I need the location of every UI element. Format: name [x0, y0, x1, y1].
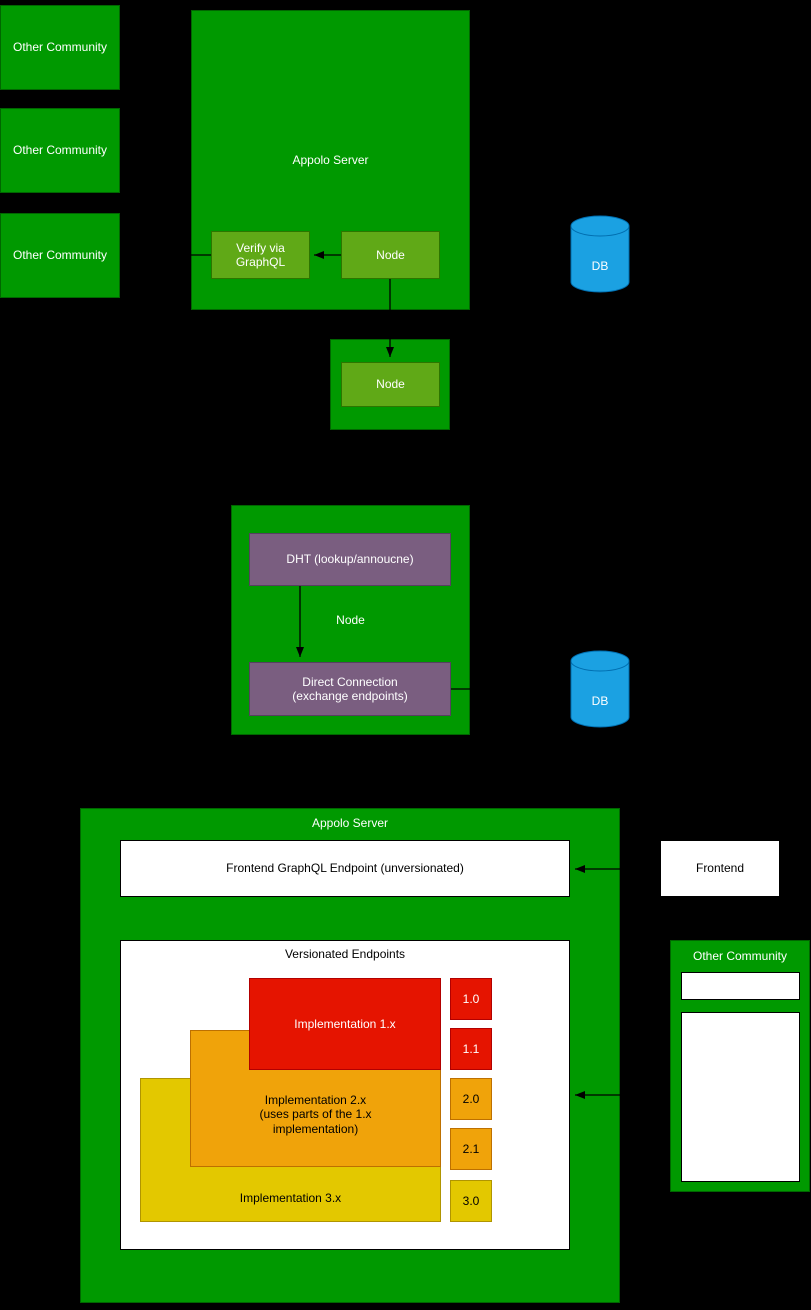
community-inner-box-2	[681, 1012, 800, 1182]
community-inner-box-1	[681, 972, 800, 1000]
version-tag-2-1-label: 2.1	[462, 1141, 480, 1156]
appolo-server-title-bottom: Appolo Server	[311, 816, 389, 830]
version-tag-3-0-label: 3.0	[462, 1193, 480, 1208]
version-tag-2-1: 2.1	[450, 1128, 492, 1170]
implementation-2x-line2: (uses parts of the 1.x	[259, 1107, 372, 1122]
implementation-3x-label: Implementation 3.x	[239, 1190, 342, 1205]
frontend-graphql-endpoint-label: Frontend GraphQL Endpoint (unversionated…	[226, 861, 464, 876]
node-label-in-server: Node	[376, 247, 405, 262]
dht-box: DHT (lookup/annoucne)	[249, 533, 451, 586]
other-community-bottom-title: Other Community	[692, 949, 788, 963]
node-box-in-server: Node	[341, 231, 440, 279]
p2p-node-title: Node	[336, 612, 365, 627]
version-tag-1-0-label: 1.0	[462, 991, 480, 1006]
verify-label-line2: GraphQL	[235, 255, 286, 269]
other-community-box-1: Other Community	[0, 5, 120, 90]
frontend-graphql-endpoint-box: Frontend GraphQL Endpoint (unversionated…	[120, 840, 570, 897]
version-tag-1-1: 1.1	[450, 1028, 492, 1070]
dht-label: DHT (lookup/annoucne)	[286, 552, 414, 567]
version-tag-1-0: 1.0	[450, 978, 492, 1020]
frontend-label: Frontend	[695, 861, 745, 876]
db-cylinder-2: DB	[570, 650, 630, 728]
version-tag-2-0: 2.0	[450, 1078, 492, 1120]
implementation-2x-line3: implementation)	[272, 1121, 359, 1136]
node-box-standalone: Node	[341, 362, 440, 407]
db-cylinder-1-shape	[570, 215, 630, 293]
direct-connection-line2: (exchange endpoints)	[292, 689, 408, 703]
other-community-label-1: Other Community	[12, 40, 108, 55]
direct-connection-box: Direct Connection (exchange endpoints)	[249, 662, 451, 716]
implementation-1x-box: Implementation 1.x	[249, 978, 441, 1070]
other-community-label-2: Other Community	[12, 143, 108, 158]
implementation-1x-label: Implementation 1.x	[294, 1016, 396, 1031]
other-community-box-2: Other Community	[0, 108, 120, 193]
appolo-server-title-top: Appolo Server	[292, 152, 369, 167]
version-tag-3-0: 3.0	[450, 1180, 492, 1222]
direct-connection-line1: Direct Connection	[302, 674, 398, 689]
verify-label-line1: Verify via	[236, 240, 285, 255]
frontend-box: Frontend	[660, 840, 780, 897]
verify-via-graphql-box: Verify via GraphQL	[211, 231, 310, 279]
other-community-label-3: Other Community	[12, 248, 108, 263]
versionated-endpoints-title: Versionated Endpoints	[284, 947, 406, 961]
db-label-2: DB	[591, 694, 609, 708]
version-tag-2-0-label: 2.0	[462, 1091, 480, 1106]
other-community-box-3: Other Community	[0, 213, 120, 298]
db-cylinder-2-shape	[570, 650, 630, 728]
db-label-1: DB	[591, 259, 609, 273]
implementation-2x-line1: Implementation 2.x	[264, 1093, 367, 1107]
node-label-standalone: Node	[376, 377, 405, 392]
db-cylinder-1: DB	[570, 215, 630, 293]
version-tag-1-1-label: 1.1	[462, 1041, 480, 1056]
